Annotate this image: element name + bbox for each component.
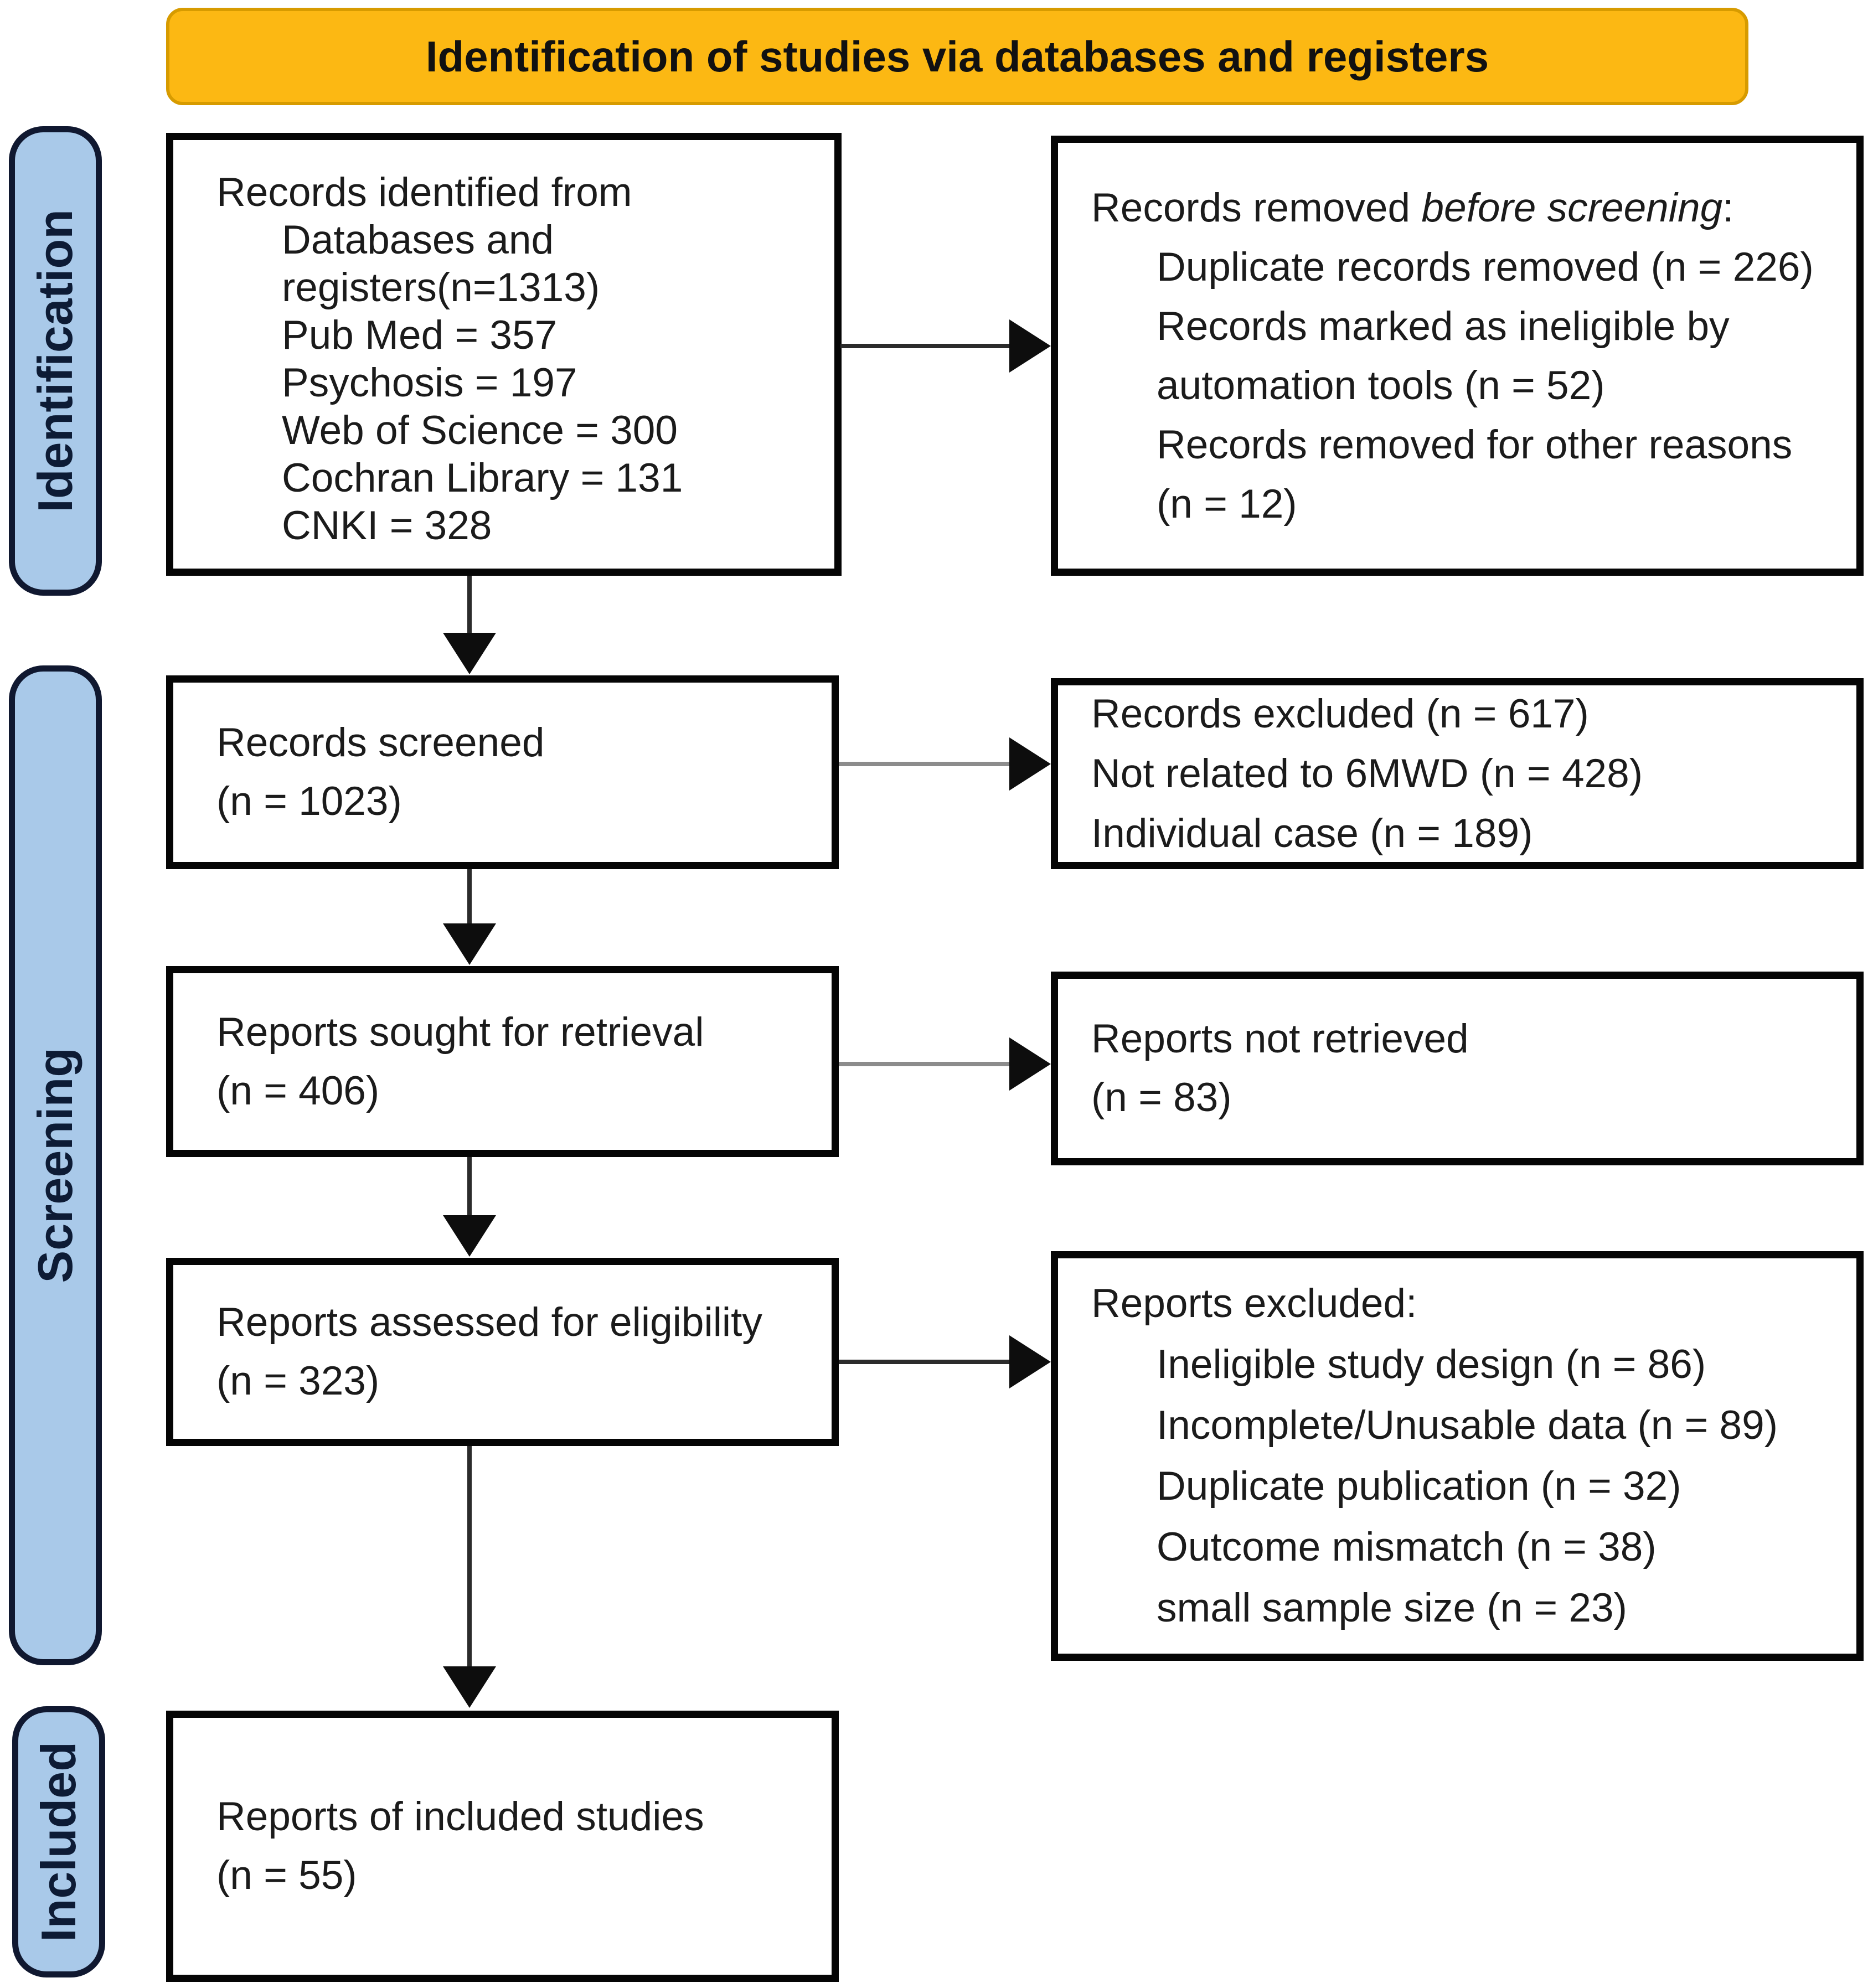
stage-label-identification: Identification [9, 126, 102, 596]
box-text-line: Pub Med = 357 [282, 313, 558, 358]
stage-label-text: Included [31, 1742, 86, 1942]
stage-label-text: Screening [28, 1047, 82, 1283]
arrowhead-down-icon [443, 633, 496, 674]
box-text-line: (n = 323) [216, 1359, 380, 1403]
box-text-line: Individual case (n = 189) [1091, 810, 1533, 856]
box-records-excluded: Records excluded (n = 617) Not related t… [1051, 678, 1864, 869]
box-reports-sought: Reports sought for retrieval (n = 406) [166, 966, 839, 1157]
box-text-line: automation tools (n = 52) [1157, 363, 1605, 408]
box-text-line: Reports not retrieved [1091, 1016, 1469, 1061]
arrow-screened-to-excluded [839, 762, 1019, 766]
box-text-line: Psychosis = 197 [282, 360, 577, 405]
box-text-segment: : [1722, 185, 1734, 230]
arrow-assessed-to-included [467, 1446, 472, 1670]
box-records-screened: Records screened (n = 1023) [166, 675, 839, 869]
box-text-line: (n = 1023) [216, 779, 402, 824]
box-records-identified: Records identified from Databases and re… [166, 133, 842, 576]
arrow-identified-to-removed [840, 344, 1018, 348]
box-text-line: Databases and [282, 218, 554, 262]
box-text-line: Duplicate records removed (n = 226) [1157, 244, 1814, 290]
box-text-segment: Records removed [1091, 185, 1422, 230]
box-text-line: Records marked as ineligible by [1157, 303, 1730, 349]
arrowhead-right-icon [1009, 1037, 1051, 1091]
box-text-line: Records excluded (n = 617) [1091, 691, 1589, 736]
arrowhead-down-icon [443, 1215, 496, 1257]
box-records-removed-before-screening: Records removed before screening: Duplic… [1051, 136, 1864, 576]
box-text-line: Reports assessed for eligibility [216, 1300, 762, 1345]
arrowhead-right-icon [1009, 737, 1051, 791]
box-text-line: registers(n=1313) [282, 265, 600, 310]
arrowhead-right-icon [1009, 1335, 1051, 1388]
box-text-line: Cochran Library = 131 [282, 456, 683, 500]
stage-label-screening: Screening [9, 665, 102, 1665]
box-reports-assessed: Reports assessed for eligibility (n = 32… [166, 1258, 839, 1446]
box-text-line: (n = 83) [1091, 1075, 1232, 1120]
box-text-line: Duplicate publication (n = 32) [1157, 1464, 1681, 1509]
box-text-line: small sample size (n = 23) [1157, 1586, 1627, 1630]
arrow-screened-to-sought [467, 869, 472, 930]
arrowhead-right-icon [1009, 319, 1051, 373]
box-text-line: Incomplete/Unusable data (n = 89) [1157, 1403, 1778, 1448]
box-text-line: Records removed for other reasons [1157, 422, 1793, 467]
box-reports-excluded: Reports excluded: Ineligible study desig… [1051, 1251, 1864, 1661]
box-text-line: CNKI = 328 [282, 503, 492, 548]
box-text-line: (n = 12) [1157, 481, 1297, 526]
box-reports-of-included-studies: Reports of included studies (n = 55) [166, 1711, 839, 1982]
box-text-line: Ineligible study design (n = 86) [1157, 1342, 1706, 1387]
box-reports-not-retrieved: Reports not retrieved (n = 83) [1051, 972, 1864, 1165]
arrow-sought-to-assessed [467, 1157, 472, 1223]
box-text-line: (n = 55) [216, 1853, 357, 1898]
box-text-line: Not related to 6MWD (n = 428) [1091, 751, 1643, 796]
diagram-title-banner: Identification of studies via databases … [166, 8, 1748, 105]
box-text-line: Records screened [216, 720, 545, 765]
box-text-line: (n = 406) [216, 1068, 380, 1113]
box-text-line: Outcome mismatch (n = 38) [1157, 1525, 1657, 1569]
box-text-line: Web of Science = 300 [282, 408, 678, 453]
box-text-line: Records removed before screening: [1091, 178, 1856, 237]
arrowhead-down-icon [443, 1666, 496, 1708]
diagram-title: Identification of studies via databases … [425, 32, 1489, 81]
arrow-identified-to-screened [467, 576, 472, 639]
arrowhead-down-icon [443, 923, 496, 965]
box-text-italic-segment: before screening [1421, 185, 1723, 230]
box-text-line: Reports of included studies [216, 1794, 704, 1839]
arrow-assessed-to-reports-excluded [839, 1360, 1019, 1364]
arrow-sought-to-not-retrieved [839, 1062, 1019, 1066]
box-text-line: Reports sought for retrieval [216, 1009, 704, 1055]
box-text-line: Records identified from [216, 170, 632, 215]
stage-label-text: Identification [28, 209, 82, 513]
box-text-line: Reports excluded: [1091, 1281, 1417, 1326]
stage-label-included: Included [12, 1706, 105, 1977]
